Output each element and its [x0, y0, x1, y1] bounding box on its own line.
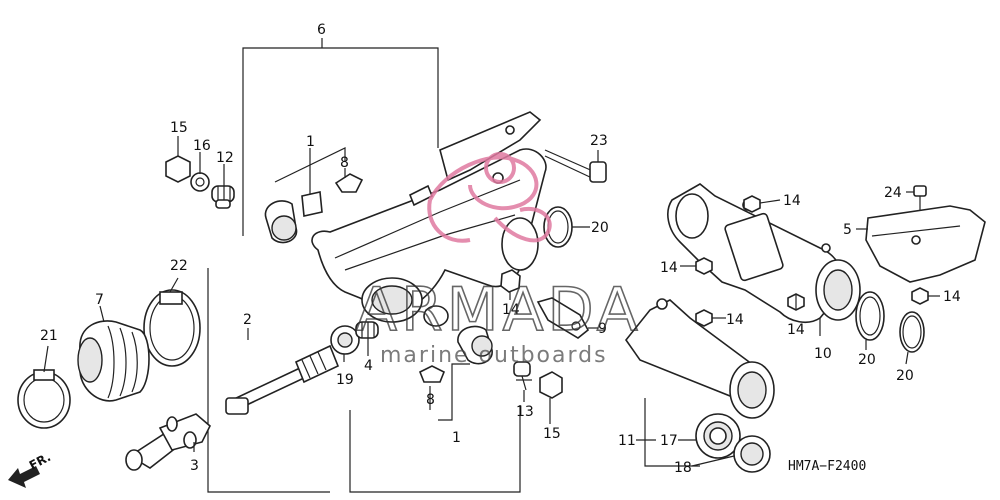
cap-8-upper [334, 173, 364, 193]
callout-14-right: 14 [943, 289, 961, 305]
nut-14 [500, 269, 521, 293]
callout-1-bottom: 1 [452, 430, 461, 446]
callout-1-top: 1 [306, 134, 315, 150]
washer-16 [190, 172, 210, 192]
bearing-19 [330, 325, 360, 355]
bolt-24 [913, 185, 927, 210]
callout-7: 7 [95, 292, 104, 308]
bracket-5 [865, 205, 986, 305]
nut-15-lower [539, 371, 563, 399]
callout-14-lower: 14 [787, 322, 805, 338]
callout-23: 23 [590, 133, 608, 149]
callout-15-top: 15 [170, 120, 188, 136]
bearing-18 [733, 435, 771, 473]
callout-24: 24 [884, 185, 902, 201]
callout-17: 17 [660, 433, 678, 449]
callout-14-center: 14 [502, 302, 520, 318]
callout-8-top: 8 [340, 155, 349, 171]
callout-5: 5 [843, 222, 852, 238]
callout-16: 16 [193, 138, 211, 154]
watermark-main: ARMADA [356, 275, 642, 345]
direction-label: FR. [27, 450, 53, 473]
spring-12 [211, 185, 235, 209]
spring-4 [355, 321, 379, 339]
callout-22: 22 [170, 258, 188, 274]
cap-8-lower [418, 365, 446, 383]
callout-14-mid: 14 [726, 312, 744, 328]
group-6-bracket [242, 38, 439, 236]
nut-14-b [695, 257, 713, 275]
callout-10: 10 [814, 346, 832, 362]
front-direction-arrow: FR. [8, 450, 53, 488]
boot-7 [77, 320, 150, 402]
callout-6: 6 [317, 22, 326, 38]
bolt-13 [513, 361, 532, 391]
callout-18: 18 [674, 460, 692, 476]
watermark: ARMADA marine outboards [355, 152, 642, 368]
callout-3: 3 [190, 458, 199, 474]
callout-14-left: 14 [660, 260, 678, 276]
nut-15-left [165, 155, 191, 183]
watermark-logo [427, 152, 552, 243]
group-lower-bracket [207, 268, 521, 493]
callout-9: 9 [598, 321, 607, 337]
bracket-9 [536, 297, 590, 339]
drive-shaft-2 [225, 344, 340, 415]
nut-14-a [743, 195, 761, 213]
callout-20-right-b: 20 [896, 368, 914, 384]
callout-labels: 6 15 16 12 1 8 23 20 22 7 21 2 19 4 3 8 … [40, 22, 961, 476]
callout-8-bottom: 8 [426, 392, 435, 408]
callout-11: 11 [618, 433, 636, 449]
callout-21: 21 [40, 328, 58, 344]
clamp-21 [17, 369, 71, 429]
axle-housing [667, 183, 861, 324]
callout-4: 4 [364, 358, 373, 374]
universal-joint-3 [125, 413, 211, 471]
diagram-code: HM7A−F2400 [788, 459, 866, 474]
callout-12: 12 [216, 150, 234, 166]
shim-upper [301, 191, 323, 217]
bushing-1-upper [264, 200, 298, 244]
bushing-1-lower [457, 325, 493, 365]
callout-15-bottom: 15 [543, 426, 561, 442]
group-1-bracket [274, 147, 346, 183]
group-11-bracket [644, 398, 700, 467]
bolt-23 [544, 149, 607, 183]
leader-lines [43, 136, 940, 467]
callout-20-center: 20 [591, 220, 609, 236]
callout-19: 19 [336, 372, 354, 388]
watermark-sub: marine outboards [380, 343, 608, 368]
bearing-17 [695, 413, 741, 459]
callout-14-top-right: 14 [783, 193, 801, 209]
o-ring-20-c [899, 311, 925, 353]
clamp-22 [143, 289, 201, 367]
o-ring-20-b [855, 291, 885, 341]
nut-14-d [695, 309, 713, 327]
swingarm [311, 111, 547, 327]
callout-20-right-a: 20 [858, 352, 876, 368]
axle-tube [625, 298, 775, 419]
callout-13: 13 [516, 404, 534, 420]
callout-2: 2 [243, 312, 252, 328]
